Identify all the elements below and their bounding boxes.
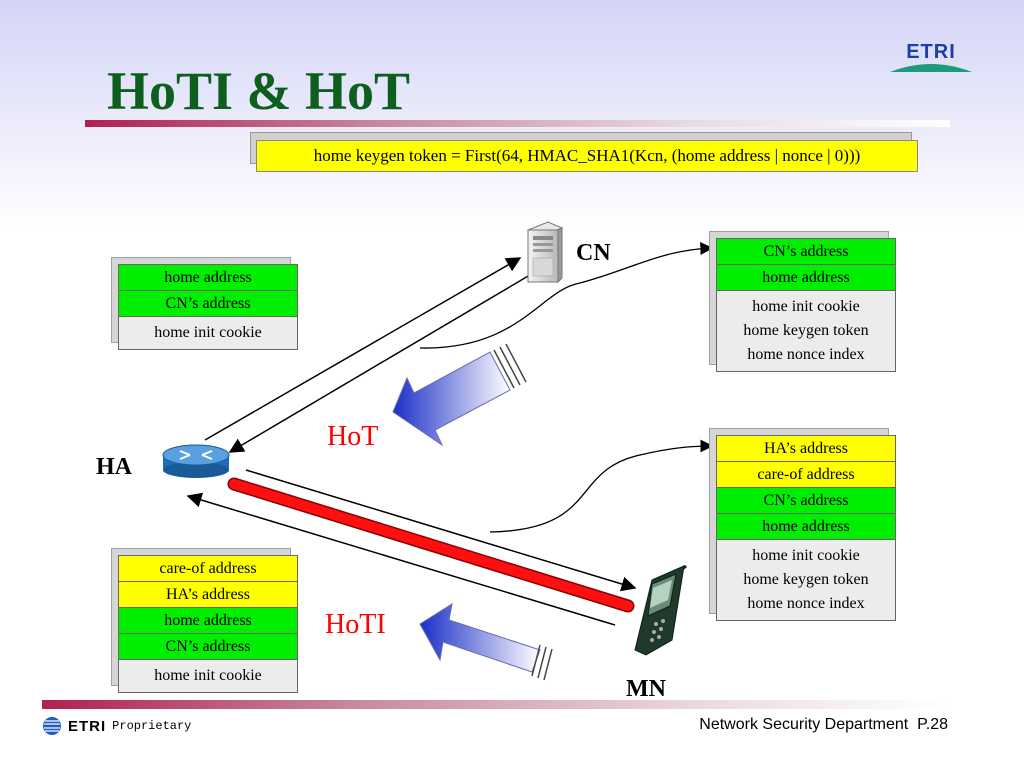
router-icon bbox=[162, 444, 230, 478]
footer-brand: ETRI Proprietary bbox=[42, 714, 191, 738]
footer-proprietary: Proprietary bbox=[112, 719, 192, 733]
hoti-mn-to-ha-line bbox=[186, 492, 616, 626]
hot-block-arrow bbox=[392, 343, 527, 447]
state-field: home address bbox=[119, 608, 297, 634]
mn-label: MN bbox=[626, 676, 666, 702]
state-info-line: home keygen token bbox=[743, 322, 869, 339]
mn-state-table: HA’s address care-of address CN’s addres… bbox=[709, 428, 896, 621]
hoti-block-arrow bbox=[419, 602, 553, 681]
footer-department: Network Security Department bbox=[699, 716, 909, 733]
formula-box: home keygen token = First(64, HMAC_SHA1(… bbox=[256, 140, 918, 172]
state-field: home address bbox=[717, 265, 895, 291]
state-field: CN’s address bbox=[717, 488, 895, 514]
hot-cn-to-ha-line bbox=[228, 271, 536, 453]
state-field: HA’s address bbox=[717, 436, 895, 462]
hot-label: HoT bbox=[327, 421, 379, 452]
state-info: home init cookie home keygen token home … bbox=[717, 291, 895, 371]
state-field: home address bbox=[717, 514, 895, 540]
state-info: home init cookie home keygen token home … bbox=[717, 540, 895, 620]
hoti-label: HoTI bbox=[325, 609, 386, 640]
slide-title: HoTI & HoT bbox=[107, 61, 411, 121]
state-field: CN’s address bbox=[717, 239, 895, 265]
cn-state-table: CN’s address home address home init cook… bbox=[709, 231, 896, 372]
footer-etri: ETRI bbox=[68, 717, 107, 735]
ha-label: HA bbox=[96, 454, 132, 480]
state-cookie: home init cookie bbox=[119, 660, 297, 692]
title-underline bbox=[85, 120, 950, 127]
footer-page-number: P.28 bbox=[917, 716, 948, 733]
state-field: CN’s address bbox=[119, 291, 297, 317]
footer-page-info: Network Security Department P.28 bbox=[699, 716, 948, 734]
state-info-line: home nonce index bbox=[747, 346, 865, 363]
ha-mn-tunnel bbox=[229, 479, 633, 611]
mobile-phone-icon bbox=[634, 564, 687, 656]
cn-state-connector bbox=[419, 241, 714, 349]
mn-state-connector bbox=[489, 439, 714, 533]
state-field: home address bbox=[119, 265, 297, 291]
footer-rule bbox=[42, 700, 947, 709]
hot-ha-to-mn-line bbox=[245, 469, 637, 592]
state-info-line: home init cookie bbox=[752, 547, 860, 564]
state-field: care-of address bbox=[119, 556, 297, 582]
ha-bottom-state-table: care-of address HA’s address home addres… bbox=[111, 548, 298, 693]
globe-icon bbox=[43, 717, 61, 735]
state-info-line: home keygen token bbox=[743, 571, 869, 588]
etri-logo: ETRI bbox=[890, 41, 972, 72]
cn-label: CN bbox=[576, 240, 611, 266]
state-cookie: home init cookie bbox=[119, 317, 297, 349]
state-info-line: home nonce index bbox=[747, 595, 865, 612]
state-field: HA’s address bbox=[119, 582, 297, 608]
state-info-line: home init cookie bbox=[752, 298, 860, 315]
state-field: care-of address bbox=[717, 462, 895, 488]
ha-top-state-table: home address CN’s address home init cook… bbox=[111, 257, 298, 350]
state-field: CN’s address bbox=[119, 634, 297, 660]
hoti-ha-to-cn-line bbox=[204, 257, 522, 441]
server-icon bbox=[526, 221, 564, 284]
logo-text: ETRI bbox=[906, 41, 956, 63]
